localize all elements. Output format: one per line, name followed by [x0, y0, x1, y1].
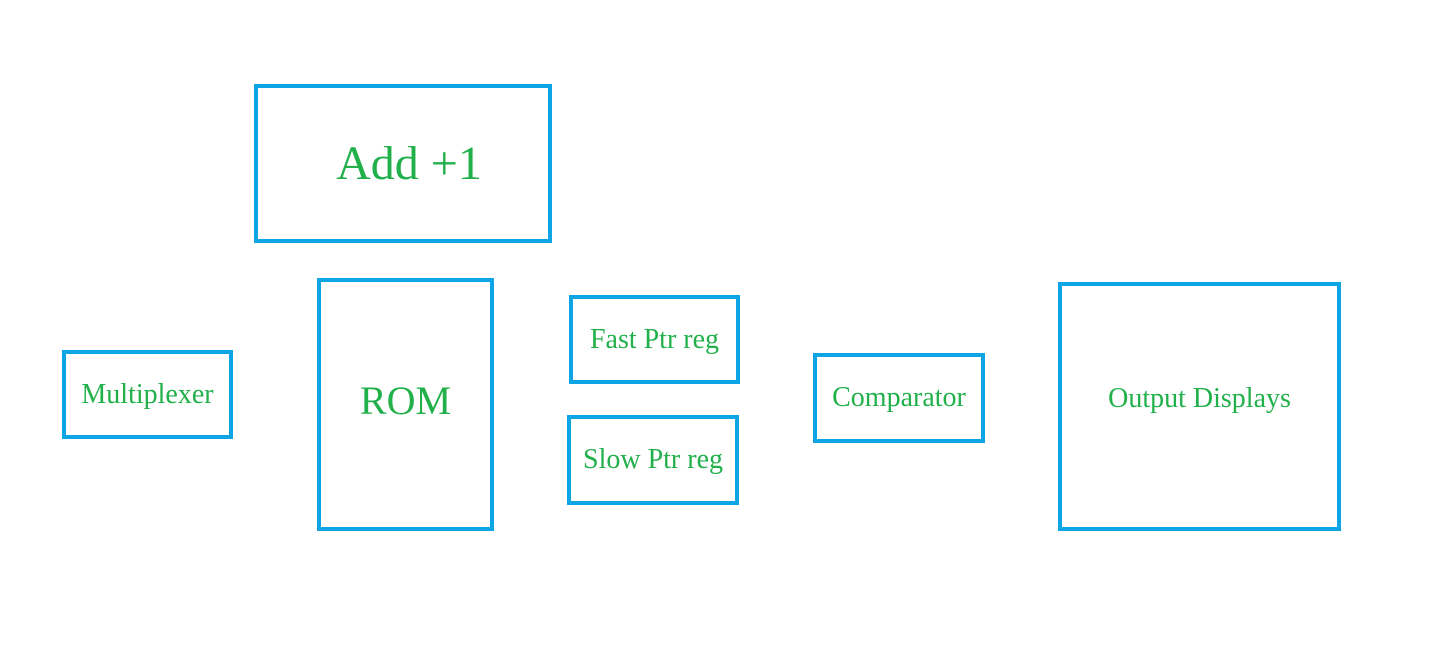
multiplexer-label: Multiplexer [81, 378, 214, 410]
rom-label: ROM [359, 377, 452, 423]
rom-block: ROM [317, 278, 494, 531]
fast-ptr-reg-label: Fast Ptr reg [589, 323, 720, 355]
output-displays-label: Output Displays [1108, 382, 1291, 414]
multiplexer-block: Multiplexer [62, 350, 233, 439]
comparator-label: Comparator [832, 382, 966, 413]
output-displays-block: Output Displays [1058, 282, 1341, 531]
add-one-label: Add +1 [336, 136, 482, 190]
slow-ptr-reg-block: Slow Ptr reg [567, 415, 739, 505]
fast-ptr-reg-block: Fast Ptr reg [569, 295, 740, 384]
comparator-block: Comparator [813, 353, 985, 443]
add-one-block: Add +1 [254, 84, 552, 243]
slow-ptr-reg-label: Slow Ptr reg [583, 444, 723, 475]
